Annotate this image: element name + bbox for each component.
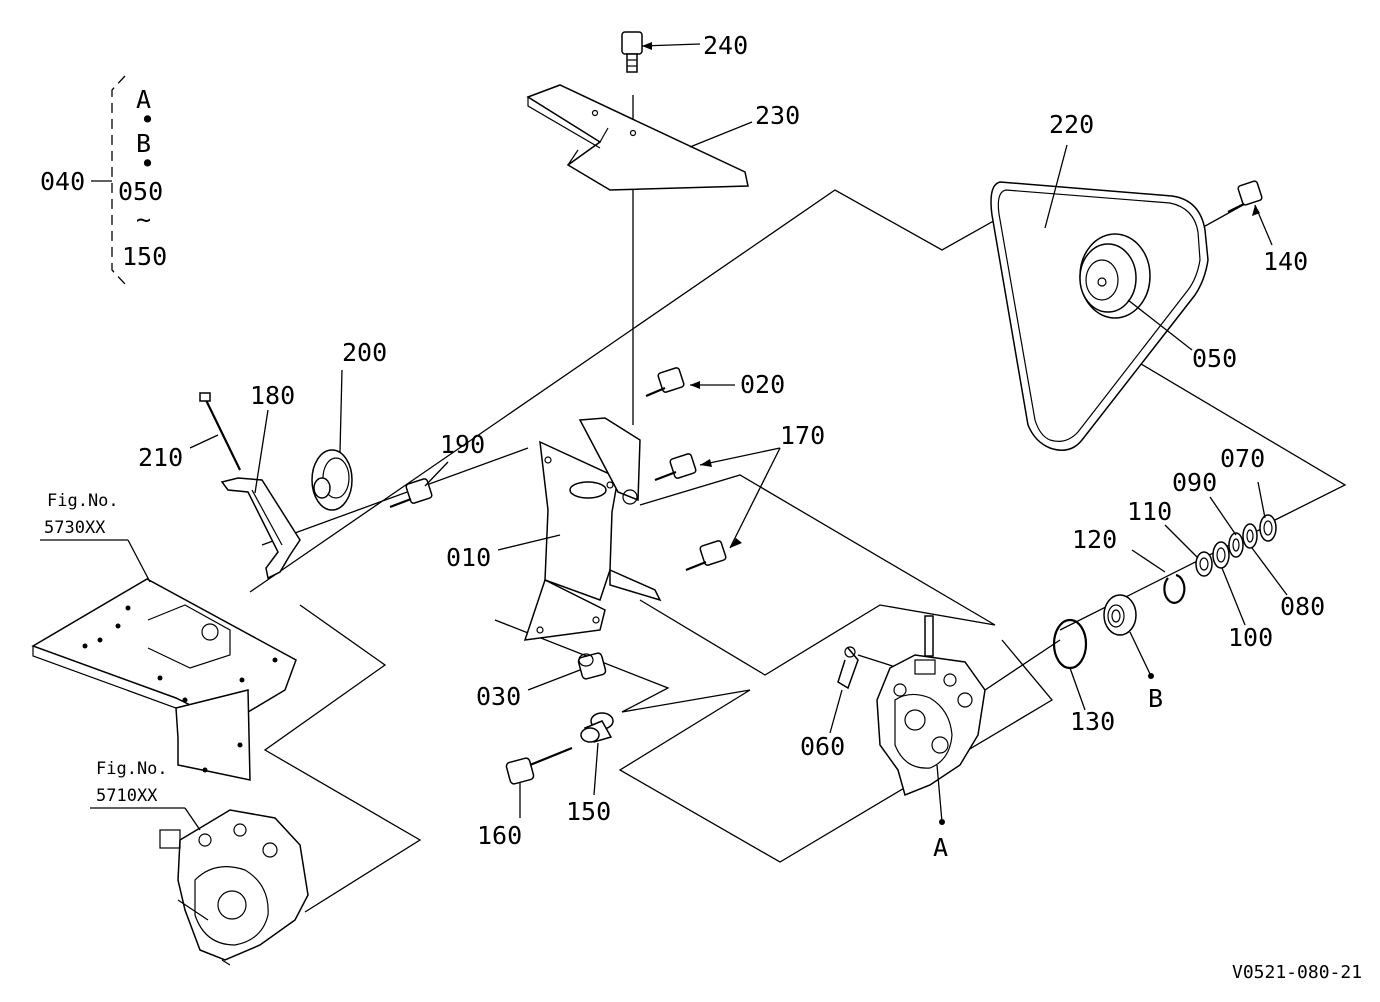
bolt-240	[621, 31, 643, 73]
label-200: 200	[342, 338, 387, 367]
label-050: 050	[1192, 344, 1237, 373]
label-b-item: B	[136, 129, 151, 158]
leader-lines	[40, 42, 1288, 831]
label-130: 130	[1070, 707, 1115, 736]
label-060: 060	[800, 732, 845, 761]
group-bracket-legend: 040 A • B • 050 ~ 150	[40, 75, 167, 285]
label-090: 090	[1172, 468, 1217, 497]
drawing-code: V0521-080-21	[1232, 962, 1362, 983]
label-240: 240	[703, 31, 748, 60]
fig-ref-2-title: Fig.No.	[96, 759, 168, 779]
bolt-170-lower	[685, 540, 727, 572]
label-b: B	[1148, 684, 1163, 713]
collar-150	[580, 712, 614, 743]
bolt-030	[577, 652, 607, 680]
bolt-140	[1227, 180, 1263, 213]
label-150: 150	[566, 797, 611, 826]
adjust-bolt-210	[199, 392, 241, 471]
separator-tilde: ~	[136, 205, 151, 234]
separator-dot-1: •	[140, 105, 155, 134]
label-050-item: 050	[118, 177, 163, 206]
label-a-item: A	[136, 85, 151, 114]
bolt-190	[389, 478, 433, 509]
label-160: 160	[477, 821, 522, 850]
washer-070	[1259, 514, 1277, 542]
frame-plate-ref	[31, 578, 297, 781]
alternator-a	[876, 615, 986, 825]
label-190: 190	[440, 430, 485, 459]
part-labels: 240 230 220 140 050 200 180 020 170 190 …	[138, 31, 1325, 862]
engine-ref	[159, 809, 309, 966]
label-a: A	[933, 833, 948, 862]
label-030: 030	[476, 682, 521, 711]
bolt-020	[645, 367, 685, 398]
label-080: 080	[1280, 592, 1325, 621]
label-170: 170	[780, 421, 825, 450]
v-belt-220	[990, 181, 1209, 451]
label-100: 100	[1228, 623, 1273, 652]
idler-arm-180	[220, 477, 301, 580]
label-220: 220	[1049, 110, 1094, 139]
washer-100	[1212, 541, 1230, 569]
label-010: 010	[446, 543, 491, 572]
label-020: 020	[740, 370, 785, 399]
washer-080	[1242, 523, 1258, 549]
assembly-guide-lines	[249, 95, 1347, 913]
label-040: 040	[40, 167, 85, 196]
fig-ref-1-title: Fig.No.	[47, 491, 119, 511]
label-210: 210	[138, 443, 183, 472]
label-140: 140	[1263, 247, 1308, 276]
bearing-b	[1103, 594, 1154, 679]
label-110: 110	[1127, 497, 1172, 526]
washer-110	[1195, 551, 1213, 577]
label-150-item: 150	[122, 242, 167, 271]
label-230: 230	[755, 101, 800, 130]
label-070: 070	[1220, 444, 1265, 473]
bracket-010	[523, 417, 662, 641]
fig-ref-2-code: 5710XX	[96, 786, 158, 806]
snap-ring-120	[1163, 573, 1186, 604]
label-120: 120	[1072, 525, 1117, 554]
pulley-050	[1079, 233, 1151, 319]
idler-pulley-200	[311, 449, 353, 511]
snap-ring-130	[1052, 618, 1088, 670]
label-180: 180	[250, 381, 295, 410]
separator-dot-2: •	[140, 149, 155, 178]
bolt-170-upper	[654, 453, 697, 482]
washer-090	[1228, 532, 1244, 558]
fig-ref-1-code: 5730XX	[44, 518, 106, 538]
figure-references: Fig.No. 5730XX Fig.No. 5710XX	[44, 491, 168, 806]
bolt-160	[505, 746, 573, 785]
cover-plate-230	[526, 84, 749, 191]
